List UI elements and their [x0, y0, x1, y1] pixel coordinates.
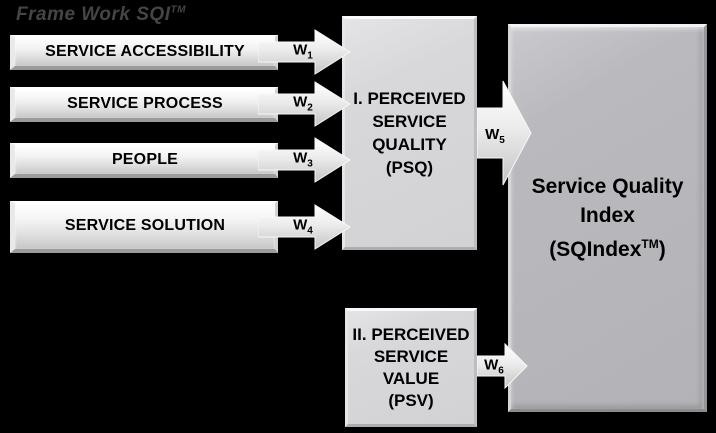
bar-service-accessibility: SERVICE ACCESSIBILITY — [10, 35, 278, 70]
diagram-title: Frame Work SQITM — [16, 4, 186, 26]
right-arrow-icon — [258, 29, 351, 75]
bar-people: PEOPLE — [10, 143, 278, 178]
sq-trademark: TM — [641, 237, 659, 251]
w6-arrow: W6 — [477, 343, 529, 389]
w1-arrow: W1 — [258, 29, 353, 75]
psq-line: (PSQ) — [385, 158, 434, 177]
w5-arrow: W5 — [477, 80, 533, 186]
title-trademark: TM — [170, 4, 186, 16]
right-arrow-icon — [258, 81, 351, 127]
bar-label: SERVICE PROCESS — [67, 94, 223, 112]
psq-line: QUALITY — [372, 135, 447, 154]
right-arrow-icon — [258, 137, 351, 183]
w4-arrow: W4 — [258, 204, 353, 250]
psv-line: SERVICE — [373, 346, 449, 366]
right-arrow-icon — [477, 343, 528, 389]
w2-label: W2 — [293, 93, 313, 114]
sq-line3-close: ) — [658, 238, 666, 261]
w4-label: W4 — [293, 216, 313, 237]
psv-box: II. PERCEIVED SERVICE VALUE (PSV) — [345, 308, 477, 427]
sq-index-box: Service Quality Index (SQIndexTM) — [508, 24, 707, 412]
psv-line: (PSV) — [388, 390, 434, 410]
w1-label: W1 — [293, 41, 313, 62]
right-arrow-icon — [477, 80, 532, 186]
title-text: Frame Work SQI — [16, 4, 171, 25]
right-arrow-icon — [258, 204, 351, 250]
psv-line: II. PERCEIVED — [352, 324, 470, 344]
w3-arrow: W3 — [258, 137, 353, 183]
bar-label: PEOPLE — [111, 150, 179, 168]
bar-service-solution: SERVICE SOLUTION — [10, 201, 278, 253]
sq-line: Service Quality — [531, 175, 684, 198]
psv-line: VALUE — [382, 368, 440, 388]
psq-line: SERVICE — [372, 112, 447, 131]
sq-line: Index — [580, 204, 635, 227]
bar-label: SERVICE ACCESSIBILITY — [45, 42, 245, 60]
bar-label: SERVICE SOLUTION — [64, 217, 226, 234]
w6-label: W6 — [484, 356, 504, 377]
sq-line-trademark: (SQIndexTM) — [549, 230, 666, 264]
w2-arrow: W2 — [258, 81, 353, 127]
w3-label: W3 — [293, 149, 313, 170]
bar-service-process: SERVICE PROCESS — [10, 87, 278, 122]
sq-line3-text: (SQIndex — [549, 238, 642, 261]
w5-label: W5 — [485, 126, 505, 146]
psq-box: I. PERCEIVED SERVICE QUALITY (PSQ) — [342, 16, 477, 250]
psq-line: I. PERCEIVED — [353, 89, 466, 108]
